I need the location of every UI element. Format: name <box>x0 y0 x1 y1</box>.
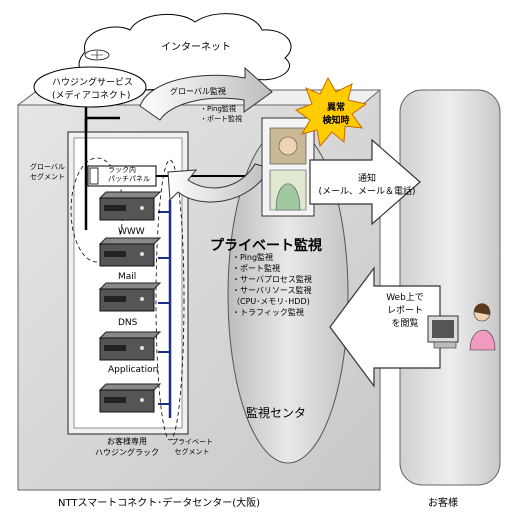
web-report-label: Web上で レポート を閲覧 <box>376 290 434 329</box>
rack-label: お客様専用 ハウジングラック <box>90 436 164 458</box>
internet-label: インターネット <box>161 42 231 53</box>
global-monitoring-arrow <box>139 66 273 121</box>
private-monitoring-list: ・Ping監視・ポート監視・サーバプロセス監視・サーバリソース監視 （CPU･メモ… <box>232 252 312 318</box>
alert-label: 異常 検知時 <box>308 100 364 126</box>
web-report-arrow <box>329 266 441 388</box>
server-5 <box>98 383 162 413</box>
port-monitoring-small: ・ポート監視 <box>200 115 242 123</box>
patch-panel-label: ラック内 パッチパネル <box>108 166 150 184</box>
rack-label-line2: ハウジングラック <box>95 448 159 457</box>
private-monitoring-item: ・サーバプロセス監視 <box>232 275 312 284</box>
housing-service-oval <box>33 66 147 108</box>
housing-service-line2: (メディアコネクト) <box>52 91 131 101</box>
housing-service-line1: ハウジングサービス <box>52 78 134 88</box>
operator-picture <box>261 117 315 217</box>
server-mail-label: Mail <box>118 272 137 282</box>
alert-starburst <box>294 76 368 148</box>
patch-panel-line2: パッチパネル <box>108 175 150 183</box>
web-report-line3: を閲覧 <box>391 319 419 329</box>
alert-line2: 検知時 <box>322 116 350 126</box>
notify-arrow <box>309 138 421 226</box>
global-monitoring-label: グローバル監視 <box>170 87 226 96</box>
datacenter-label: NTTスマートコネクト･データセンター(大阪) <box>58 498 261 509</box>
server-mail <box>98 237 162 267</box>
private-segment-label: プライベート セグメント <box>164 437 220 457</box>
customer-pc-icon <box>427 303 496 351</box>
ping-monitoring-small: ・Ping監視 <box>200 105 236 113</box>
private-segment-outline <box>155 159 185 441</box>
private-monitoring-item: ・ポート監視 <box>232 264 280 273</box>
server-dns-label: DNS <box>118 318 138 328</box>
private-segment-line2: セグメント <box>174 448 210 456</box>
web-report-line1: Web上で <box>386 293 424 303</box>
private-monitoring-item: （CPU･メモリ･HDD) <box>232 297 310 306</box>
rack-label-line1: お客様専用 <box>107 437 147 446</box>
global-segment-line1: グローバル <box>30 163 65 171</box>
housing-service-label: ハウジングサービス (メディアコネクト) <box>52 75 134 101</box>
server-dns <box>98 282 162 312</box>
customer-label: お客様 <box>428 498 458 509</box>
global-segment-label: グローバル セグメント <box>30 162 65 182</box>
global-segment-line2: セグメント <box>30 173 65 181</box>
alert-line1: 異常 <box>326 103 345 113</box>
monitoring-center-label: 監視センタ <box>246 406 307 420</box>
server-www <box>98 191 162 221</box>
private-monitoring-item: ・トラフィック監視 <box>232 308 304 317</box>
notify-line1: 通知 <box>357 174 376 184</box>
notify-label: 通知 (メール、メール＆電話) <box>314 171 420 197</box>
server-www-label: WWW <box>118 227 145 237</box>
private-monitoring-item: ・サーバリソース監視 <box>232 286 312 295</box>
private-segment-line1: プライベート <box>171 438 213 446</box>
private-monitoring-arrow <box>167 163 271 203</box>
private-monitoring-item: ・Ping監視 <box>232 253 274 262</box>
private-monitoring-title: プライベート監視 <box>210 238 322 254</box>
server-application <box>98 331 162 361</box>
patch-panel-line1: ラック内 <box>108 166 136 174</box>
server-application-label: Application <box>108 365 159 375</box>
notify-line2: (メール、メール＆電話) <box>318 187 416 197</box>
web-report-line2: レポート <box>386 306 423 316</box>
router-icon <box>84 49 110 61</box>
